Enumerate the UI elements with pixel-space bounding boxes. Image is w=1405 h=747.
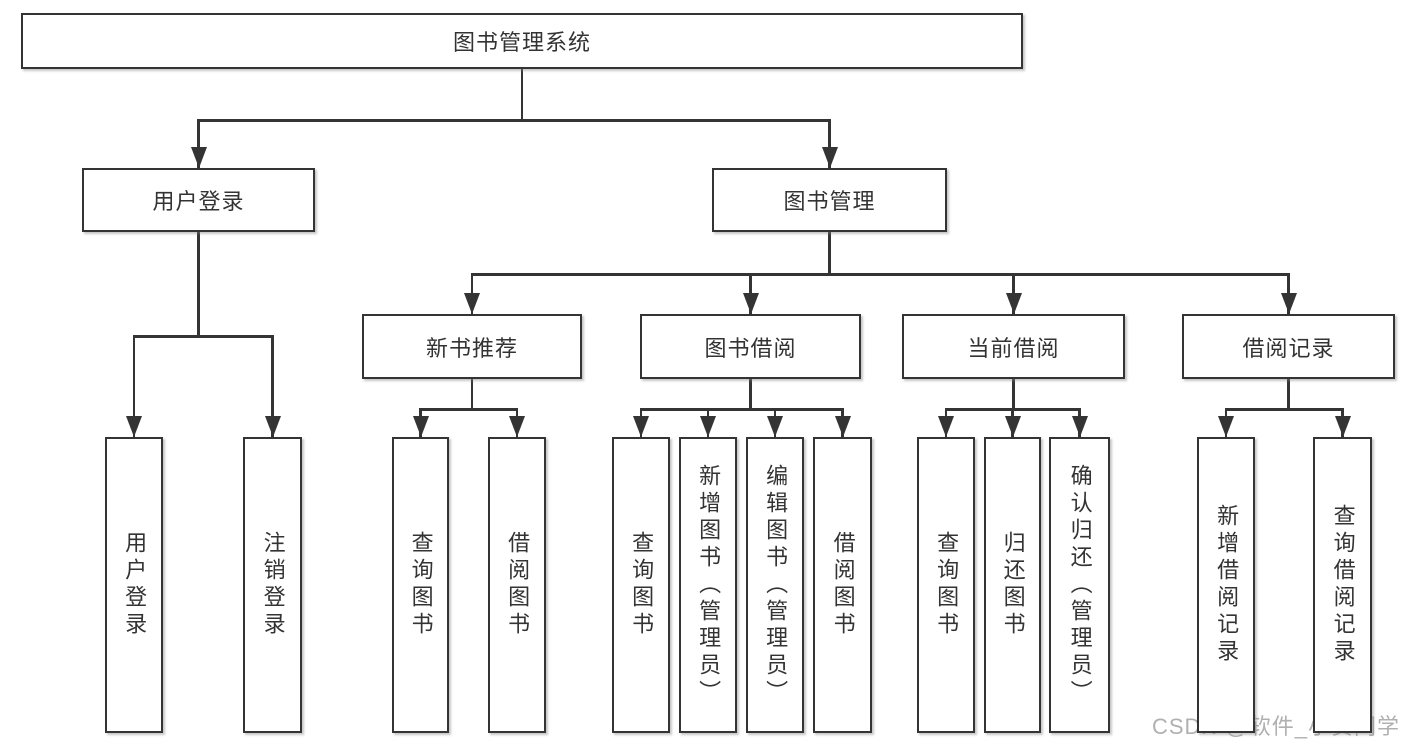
node-label: 新增借阅记录 [1214, 504, 1240, 666]
arrowhead-icon [1004, 416, 1021, 437]
connector-drop [197, 119, 200, 168]
node-label: 查询图书 [408, 531, 434, 639]
node-book-mgmt: 图书管理 [712, 168, 947, 232]
arrowhead-icon [767, 416, 783, 437]
node-label: 编辑图书（管理员） [763, 463, 789, 707]
arrowhead-icon [1071, 416, 1088, 437]
arrowhead-icon [126, 416, 142, 437]
arrowhead-icon [1005, 293, 1022, 314]
node-label: 用户登录 [122, 531, 148, 639]
node-leaf-query-3: 查询图书 [917, 437, 975, 733]
node-label: 借阅图书 [830, 531, 856, 639]
node-leaf-edit-book: 编辑图书（管理员） [746, 437, 804, 733]
node-label: 确认归还（管理员） [1067, 463, 1093, 707]
node-label: 查询借阅记录 [1330, 504, 1356, 666]
connector-stem [520, 69, 524, 122]
node-borrow-record: 借阅记录 [1182, 314, 1395, 379]
node-label: 新增图书（管理员） [696, 463, 722, 707]
node-label: 注销登录 [260, 531, 286, 639]
node-leaf-query-1: 查询图书 [392, 437, 449, 733]
node-leaf-borrow-1: 借阅图书 [488, 437, 546, 733]
node-leaf-logout: 注销登录 [243, 437, 302, 733]
connector-stem [470, 379, 474, 411]
connector-bus [132, 335, 274, 338]
connector-drop [828, 119, 831, 168]
node-leaf-confirm: 确认归还（管理员） [1049, 437, 1110, 733]
arrowhead-icon [190, 147, 207, 168]
node-label: 图书管理系统 [452, 30, 591, 55]
node-new-book-rec: 新书推荐 [362, 314, 582, 379]
arrowhead-icon [1280, 293, 1297, 314]
node-label: 用户登录 [152, 189, 245, 214]
arrowhead-icon [938, 416, 954, 437]
arrowhead-icon [700, 416, 716, 437]
node-user-login: 用户登录 [82, 168, 315, 232]
arrowhead-icon [834, 416, 851, 437]
node-leaf-login: 用户登录 [105, 437, 163, 733]
arrowhead-icon [742, 293, 759, 314]
node-label: 查询图书 [629, 531, 655, 639]
connector-bus [197, 119, 831, 122]
node-book-borrow: 图书借阅 [640, 314, 861, 379]
arrowhead-icon [1218, 416, 1234, 437]
connector-drop [132, 335, 136, 437]
connector-stem [197, 232, 200, 338]
node-label: 图书借阅 [704, 335, 797, 361]
arrowhead-icon [821, 147, 838, 168]
arrowhead-icon [1334, 416, 1351, 437]
node-label: 图书管理 [783, 189, 876, 214]
node-current-borrow: 当前借阅 [902, 314, 1125, 379]
node-label: 归还图书 [1000, 531, 1026, 639]
node-leaf-query-rec: 查询借阅记录 [1313, 437, 1372, 733]
connector-stem [1012, 379, 1015, 411]
arrowhead-icon [509, 416, 525, 437]
arrowhead-icon [633, 416, 649, 437]
connector-bus [1224, 408, 1344, 411]
node-leaf-add-book: 新增图书（管理员） [679, 437, 737, 733]
arrowhead-icon [464, 293, 480, 314]
arrowhead-icon [264, 416, 281, 437]
connector-stem [1287, 379, 1290, 411]
node-leaf-add-rec: 新增借阅记录 [1197, 437, 1255, 733]
node-label: 当前借阅 [967, 335, 1060, 361]
connector-bus [470, 273, 1290, 276]
node-root: 图书管理系统 [21, 13, 1023, 69]
node-leaf-return: 归还图书 [984, 437, 1041, 733]
connector-bus [639, 408, 844, 411]
connector-bus [419, 408, 519, 411]
node-leaf-query-2: 查询图书 [612, 437, 670, 733]
arrowhead-icon [412, 416, 429, 437]
connector-drop [271, 335, 274, 437]
node-label: 借阅图书 [505, 531, 531, 639]
connector-stem [828, 232, 831, 276]
node-label: 新书推荐 [425, 335, 518, 361]
node-label: 借阅记录 [1242, 335, 1335, 361]
node-leaf-borrow-2: 借阅图书 [813, 437, 872, 733]
node-label: 查询图书 [934, 531, 960, 639]
connector-stem [749, 379, 752, 411]
